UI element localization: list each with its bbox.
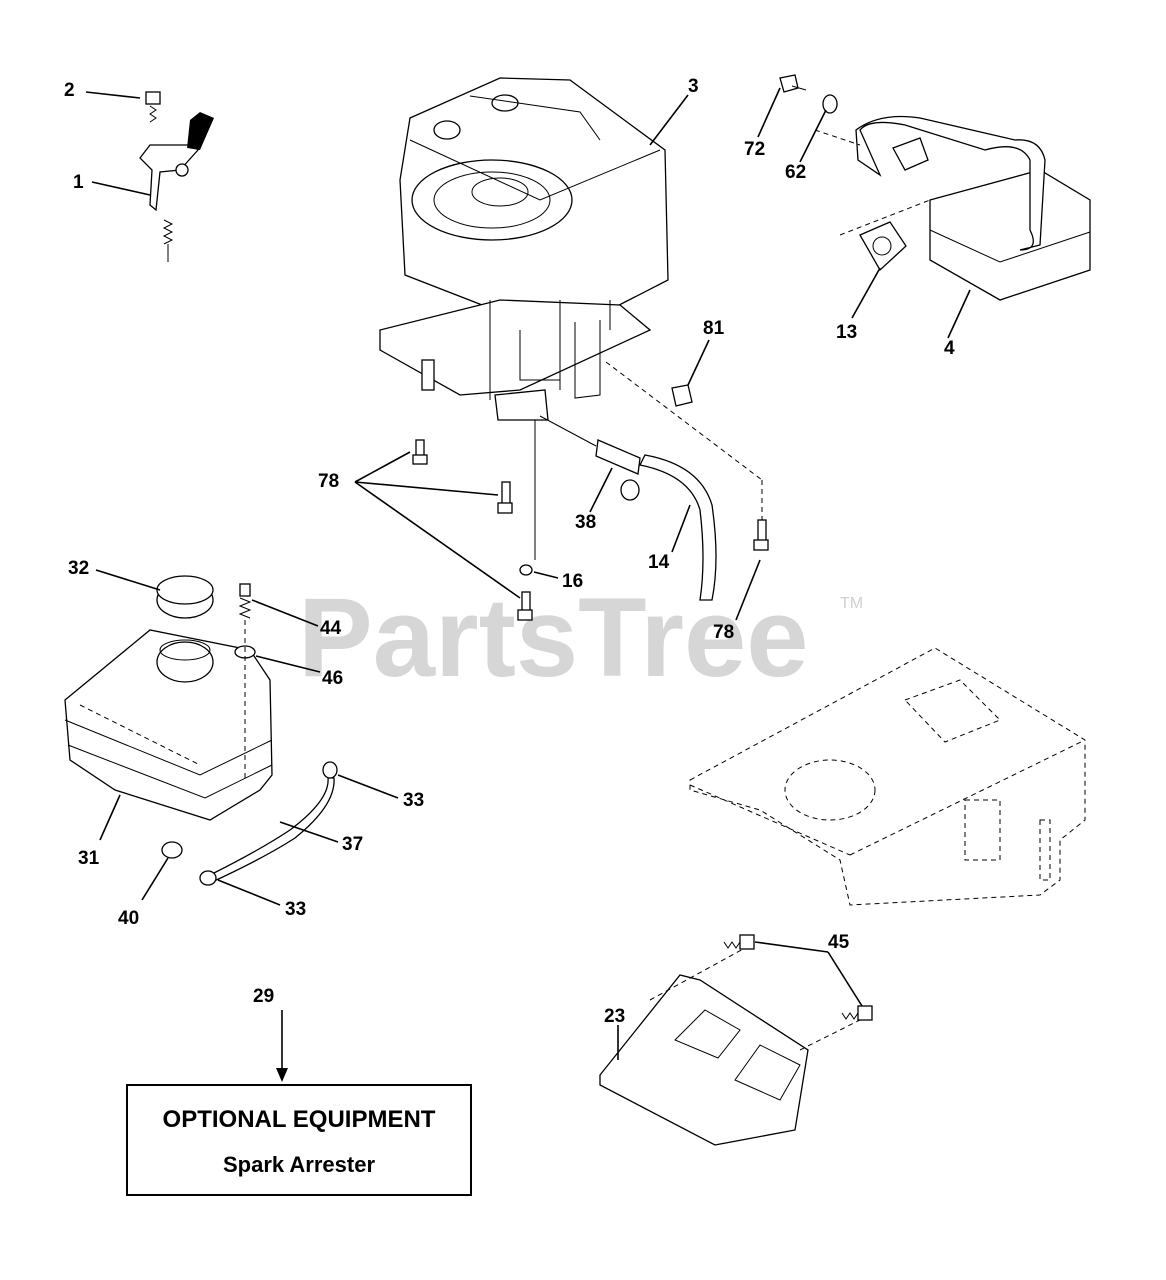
fuel-cap-part xyxy=(156,575,214,619)
callout-23: 23 xyxy=(604,1006,625,1027)
callout-14: 14 xyxy=(648,552,670,573)
optional-equipment-title: OPTIONAL EQUIPMENT xyxy=(162,1106,436,1133)
callout-29: 29 xyxy=(253,986,274,1007)
bolt-part xyxy=(412,439,769,621)
callout-32: 32 xyxy=(68,558,89,579)
nut-part xyxy=(671,384,693,407)
callout-81: 81 xyxy=(703,318,725,339)
washer-part xyxy=(519,564,533,576)
bushing-part xyxy=(161,841,183,859)
fuel-tank-part xyxy=(64,629,273,821)
exhaust-washer-part xyxy=(822,94,838,114)
callout-33-lower: 33 xyxy=(285,899,306,920)
leader-lines xyxy=(85,87,971,1080)
exhaust-gasket-part xyxy=(859,221,907,272)
callout-78-right: 78 xyxy=(713,622,734,643)
exhaust-screw-part xyxy=(779,74,807,93)
callout-1: 1 xyxy=(73,172,84,193)
frame-part xyxy=(689,647,1086,906)
hose-clamp-part xyxy=(199,761,338,886)
callout-46: 46 xyxy=(322,668,343,689)
throttle-control-part xyxy=(139,91,214,262)
callout-38: 38 xyxy=(575,512,596,533)
callout-4: 4 xyxy=(944,338,955,359)
fuel-filter-part xyxy=(539,415,641,501)
callout-45: 45 xyxy=(828,932,850,953)
callout-37: 37 xyxy=(342,834,363,855)
trademark-text: TM xyxy=(840,595,863,612)
callout-2: 2 xyxy=(64,80,75,101)
callout-44: 44 xyxy=(320,618,342,639)
callout-31: 31 xyxy=(78,848,100,869)
callout-40: 40 xyxy=(118,908,139,929)
callout-72: 72 xyxy=(744,139,765,160)
callout-62: 62 xyxy=(785,162,806,183)
engine-part xyxy=(379,77,669,560)
callout-3: 3 xyxy=(688,76,699,97)
callout-16: 16 xyxy=(562,571,583,592)
optional-equipment-box: OPTIONAL EQUIPMENT Spark Arrester xyxy=(126,1084,472,1196)
tank-screw-part xyxy=(238,583,252,619)
fuel-hose-part xyxy=(639,454,717,601)
optional-equipment-item: Spark Arrester xyxy=(222,1152,376,1177)
fuel-line-part xyxy=(209,777,335,883)
callout-78-left: 78 xyxy=(318,471,339,492)
watermark-text: PartsTree xyxy=(298,575,809,700)
callout-13: 13 xyxy=(836,322,857,343)
callout-33-upper: 33 xyxy=(403,790,424,811)
heat-shield-part xyxy=(599,947,861,1146)
shield-screw-part xyxy=(723,934,873,1021)
muffler-part xyxy=(814,115,1091,301)
